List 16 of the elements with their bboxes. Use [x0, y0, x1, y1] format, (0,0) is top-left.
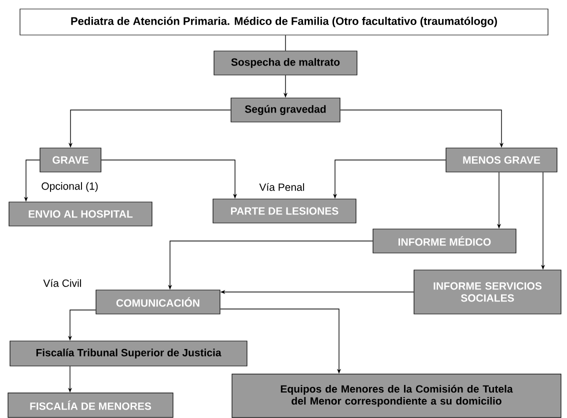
process-box: COMUNICACIÓN: [96, 290, 220, 314]
process-box: FISCALÍA DE MENORES: [8, 392, 174, 418]
process-box: Equipos de Menores de la Comisión de Tutela del Menor correspondiente a su domicilio: [232, 374, 562, 418]
process-box: PARTE DE LESIONES: [212, 198, 356, 224]
process-box: INFORME SERVICIOS SOCIALES: [414, 270, 562, 314]
heading-box: Pediatra de Atención Primaria. Médico de Familia (Otro facultativo (traumatólogo): [20, 8, 548, 36]
process-box: ENVIO AL HOSPITAL: [8, 202, 152, 226]
process-box: Según gravedad: [230, 98, 340, 122]
process-box: MENOS GRAVE: [446, 148, 558, 172]
edge-label: Vía Penal: [259, 183, 304, 191]
process-box: GRAVE: [40, 148, 102, 172]
process-box: Sospecha de maltrato: [214, 50, 358, 76]
branch-label: Vía Civil: [43, 279, 81, 287]
process-box: INFORME MÉDICO: [372, 228, 516, 254]
edge-label: Opcional (1): [42, 182, 98, 192]
process-box: Fiscalía Tribunal Superior de Justicia: [10, 340, 248, 366]
